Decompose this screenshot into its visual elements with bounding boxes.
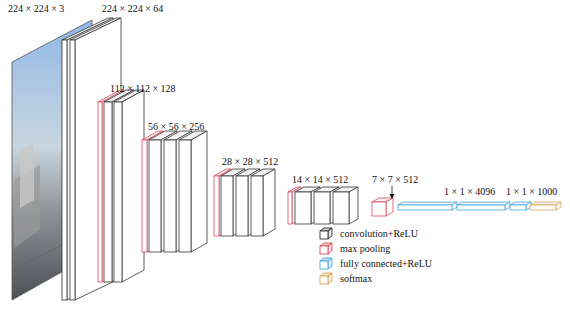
fc-block bbox=[398, 202, 457, 210]
layer-dimension: 7 × 7 × 512 bbox=[372, 174, 418, 186]
softmax-block bbox=[530, 202, 561, 210]
conv-block bbox=[114, 90, 144, 282]
layer-dimension: 1 × 1 × 1000 bbox=[506, 186, 557, 198]
legend: convolution+ReLU max pooling fully connect… bbox=[318, 226, 432, 286]
layer-blocks bbox=[62, 18, 561, 300]
conv-block bbox=[251, 169, 275, 236]
conv-block bbox=[179, 131, 207, 252]
legend-label: softmax bbox=[340, 273, 372, 284]
input-dimension: 224 × 224 × 3 bbox=[8, 3, 64, 15]
legend-label: convolution+ReLU bbox=[340, 228, 418, 239]
fc-block bbox=[510, 202, 531, 210]
conv-block bbox=[149, 131, 177, 252]
legend-swatch bbox=[318, 242, 334, 255]
legend-row: convolution+ReLU bbox=[318, 226, 432, 241]
legend-swatch bbox=[318, 227, 334, 240]
legend-label: fully connected+ReLU bbox=[340, 258, 432, 269]
legend-swatch bbox=[318, 272, 334, 285]
layer-dimension: 28 × 28 × 512 bbox=[222, 156, 278, 168]
legend-swatch bbox=[318, 257, 334, 270]
layer-dimension: 1 × 1 × 4096 bbox=[444, 186, 495, 198]
conv-block bbox=[333, 187, 358, 224]
layer-dimension: 112 × 112 × 128 bbox=[110, 83, 176, 95]
pool-block bbox=[142, 131, 163, 252]
legend-row: softmax bbox=[318, 271, 432, 286]
leader-arrowhead bbox=[390, 194, 395, 199]
pool-block bbox=[372, 198, 393, 216]
pool-block bbox=[98, 90, 124, 282]
layer-dimension: 14 × 14 × 512 bbox=[292, 174, 348, 186]
legend-row: max pooling bbox=[318, 241, 432, 256]
legend-row: fully connected+ReLU bbox=[318, 256, 432, 271]
fc-block bbox=[457, 202, 510, 210]
layer-dimension: 224 × 224 × 64 bbox=[102, 3, 163, 15]
layer-dimension: 56 × 56 × 256 bbox=[148, 121, 204, 133]
conv-block bbox=[164, 131, 192, 252]
legend-label: max pooling bbox=[340, 243, 390, 254]
